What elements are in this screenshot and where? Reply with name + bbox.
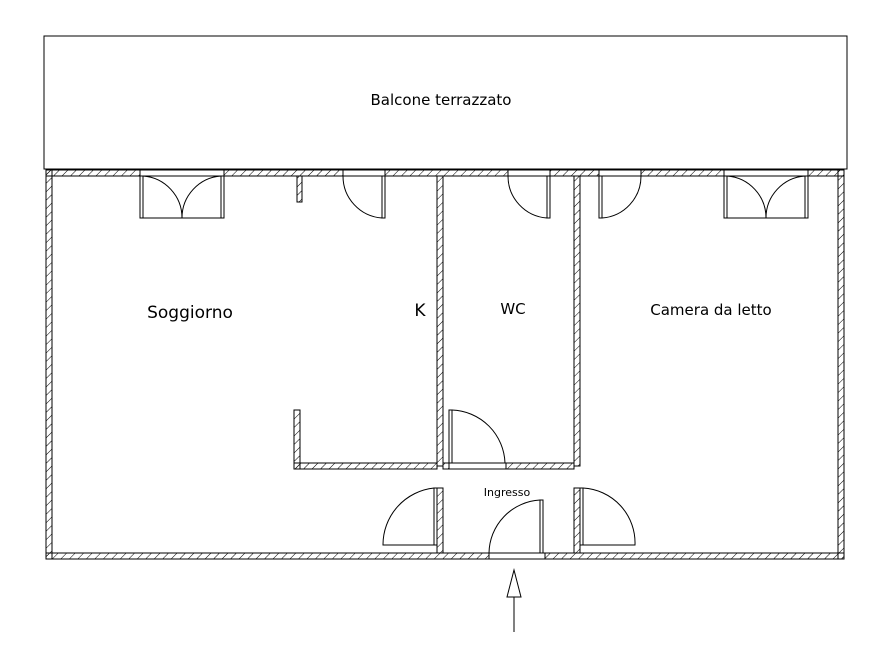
door-living-single-swing (342, 175, 383, 219)
wall-right (837, 169, 845, 560)
door-bedroom-right-leaf (804, 175, 809, 219)
wall-wc-entrance-right (505, 462, 575, 470)
door-wc-leaf (546, 175, 551, 219)
door-bedroom-entrance-leaf (579, 487, 584, 546)
doors (139, 175, 809, 554)
door-living-left-leaf (139, 175, 144, 219)
wall-living-wc (436, 175, 444, 467)
door-bedroom-entrance-swing (582, 487, 636, 546)
door-wc-entrance-leaf (448, 409, 453, 464)
opening-bedroom-single (598, 169, 642, 177)
wall-stub-top (296, 175, 303, 203)
balcony-area (43, 35, 848, 170)
label-balcony: Balcone terrazzato (371, 91, 512, 109)
door-living-right-leaf (220, 175, 225, 219)
label-bedroom: Camera da letto (650, 301, 771, 319)
label-kitchen: K (414, 301, 426, 321)
wall-entrance-left (436, 487, 444, 554)
door-living-left-swing (142, 175, 183, 219)
wall-entrance-right (573, 487, 581, 554)
door-living-entrance-swing (382, 487, 435, 546)
door-living-entrance-leaf (433, 487, 438, 546)
opening-entrance-main (488, 552, 546, 560)
door-main-swing (488, 499, 541, 554)
door-bedroom-single-swing (601, 175, 642, 219)
door-bedroom-single-leaf (598, 175, 603, 219)
door-wc-entrance-swing (451, 409, 506, 464)
entry-arrow-head (506, 568, 522, 598)
interior-walls (293, 175, 581, 554)
door-bedroom-right-swing (765, 175, 806, 219)
wall-kitchen-vertical (293, 409, 301, 470)
door-bedroom-left-leaf (723, 175, 728, 219)
wall-wc-bedroom (573, 175, 581, 467)
label-wc: WC (500, 300, 525, 318)
door-bedroom-left-swing (726, 175, 767, 219)
label-entrance: Ingresso (484, 486, 531, 499)
wall-wc-entrance-left (442, 462, 450, 470)
entry-arrow (506, 568, 522, 632)
door-living-single-leaf (381, 175, 386, 219)
wall-left (45, 169, 53, 560)
opening-wc (507, 169, 551, 177)
door-wc-swing (507, 175, 548, 219)
outer-walls (45, 169, 845, 560)
wall-bottom (45, 552, 845, 560)
door-living-right-swing (181, 175, 222, 219)
opening-bedroom-double (723, 169, 809, 177)
opening-living-double (139, 169, 225, 177)
openings-top (139, 169, 809, 560)
wall-kitchen-horizontal (293, 462, 438, 470)
door-main-leaf (539, 499, 544, 554)
opening-wc-door (448, 462, 507, 470)
label-living: Soggiorno (147, 303, 233, 323)
opening-living-single (342, 169, 386, 177)
